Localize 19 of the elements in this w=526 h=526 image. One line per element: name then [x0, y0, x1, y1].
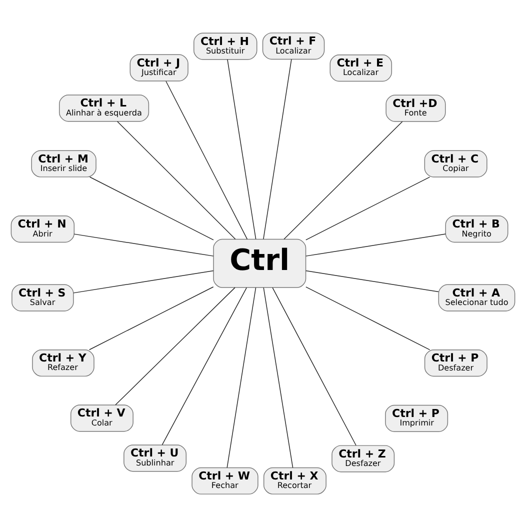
connector	[284, 120, 403, 240]
connector	[162, 286, 247, 445]
connector	[115, 286, 236, 405]
connector	[226, 286, 256, 468]
connector	[306, 233, 446, 256]
connector	[117, 120, 236, 239]
connector	[73, 270, 214, 293]
connector	[89, 176, 214, 240]
connector	[166, 80, 248, 240]
connector	[306, 270, 439, 292]
connector	[272, 286, 356, 446]
connector	[74, 233, 214, 256]
connector	[263, 58, 292, 239]
node-box: Ctrl	[213, 238, 306, 288]
connector	[306, 176, 430, 240]
connector	[263, 286, 294, 468]
connector	[88, 286, 214, 350]
connector	[306, 286, 430, 350]
connector	[227, 58, 256, 239]
